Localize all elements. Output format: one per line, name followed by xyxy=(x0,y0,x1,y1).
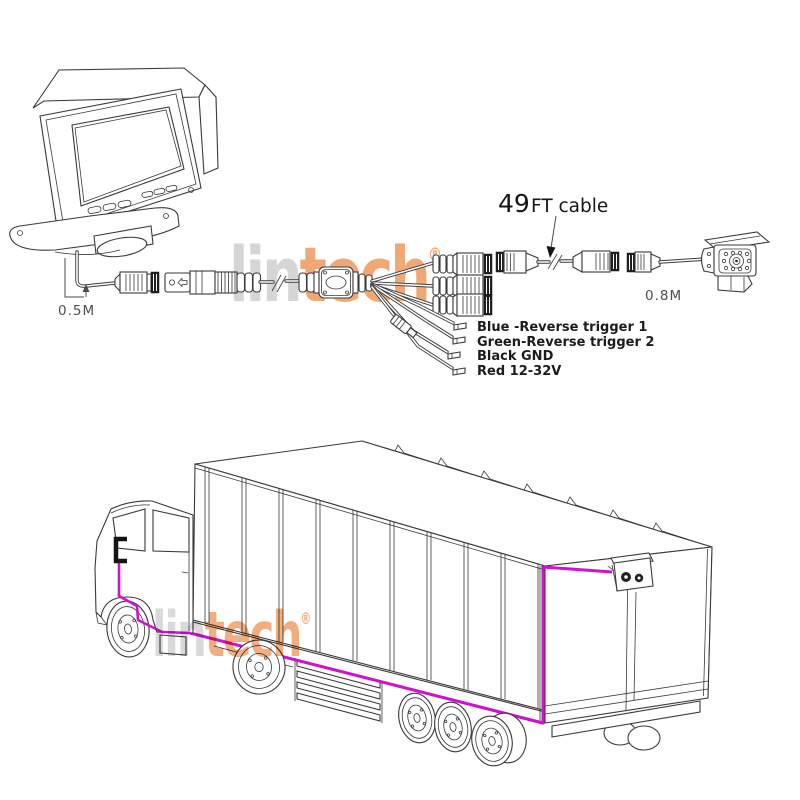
brand-watermark-truck: lintech® xyxy=(152,599,312,672)
channel-connector-1 xyxy=(432,251,493,277)
monitor-screen xyxy=(71,106,185,207)
wire-labels: Blue -Reverse trigger 1 Green-Reverse tr… xyxy=(477,320,654,379)
monitor-stand-base xyxy=(9,207,180,251)
camera-lens xyxy=(729,253,744,269)
extension-length-callout: 49 FT cable xyxy=(498,189,608,258)
junction-box-oval xyxy=(325,275,347,290)
cab-monitor-route xyxy=(113,536,192,635)
trailer-wheels xyxy=(398,692,527,767)
camera-channel-connectors xyxy=(432,251,493,318)
channel-connector-2 xyxy=(432,273,493,299)
camera-cable-route xyxy=(189,565,613,725)
brand-part1: lin xyxy=(152,599,205,672)
monitor-hood-side xyxy=(198,84,219,175)
junction-box xyxy=(313,266,373,299)
channel-connector-3 xyxy=(432,292,493,318)
camera-pigtail-length-label: 0.8M xyxy=(645,288,682,304)
camera-bracket xyxy=(700,246,715,274)
camera-mount-base xyxy=(717,275,753,293)
plug-pin-hole xyxy=(168,279,175,286)
wire-label-blue: Blue -Reverse trigger 1 xyxy=(477,320,647,335)
camera-pigtail xyxy=(626,251,708,273)
truck-drawing xyxy=(94,440,713,767)
strain-relief-bellows xyxy=(236,272,262,293)
monitor-cable xyxy=(64,250,117,298)
cab-side-window xyxy=(152,509,190,553)
wire-label-black: Black GND xyxy=(477,349,554,364)
video-harness-drawing xyxy=(114,250,708,376)
side-rail-top xyxy=(192,619,544,711)
svg-text:lintech®: lintech® xyxy=(152,599,310,672)
brand-part2: tech xyxy=(205,599,301,672)
dimension-line xyxy=(64,258,84,298)
far-rear-wheel xyxy=(627,725,661,751)
extension-cable xyxy=(495,250,620,274)
cable-break-mark xyxy=(547,253,563,271)
extension-length-unit: FT cable xyxy=(531,196,608,217)
cable-break-mark xyxy=(271,274,287,293)
rear-camera-drawing xyxy=(700,231,771,293)
monitor-cable-length-label: 0.5M xyxy=(58,303,95,319)
wire-label-green: Green-Reverse trigger 2 xyxy=(477,335,654,350)
strain-relief-bellows-2 xyxy=(298,272,316,293)
wire-label-red: Red 12-32V xyxy=(477,364,561,379)
rear-bumper xyxy=(551,700,701,738)
cab-step xyxy=(159,634,187,656)
truck-camera-body xyxy=(613,557,654,592)
cab-monitor-icon xyxy=(113,536,127,564)
extension-length-value: 49 xyxy=(498,189,530,218)
under-trailer-steps xyxy=(294,658,383,723)
truck-rear-camera xyxy=(607,552,654,701)
tarp-hooks-edge xyxy=(361,440,713,548)
registered-mark: ® xyxy=(300,610,310,629)
locking-ring xyxy=(150,271,160,294)
cab-door-seam xyxy=(181,518,190,631)
power-trigger-wires xyxy=(370,282,467,376)
monitor-side-connector xyxy=(114,271,160,294)
monitor-drawing xyxy=(9,67,219,258)
spade-terminals xyxy=(447,322,467,376)
callout-arrow xyxy=(546,246,556,258)
barrel-connector xyxy=(390,314,418,339)
dimension-arrow xyxy=(82,284,90,292)
plug-arrow-icon xyxy=(177,277,188,288)
male-plug xyxy=(164,270,238,295)
